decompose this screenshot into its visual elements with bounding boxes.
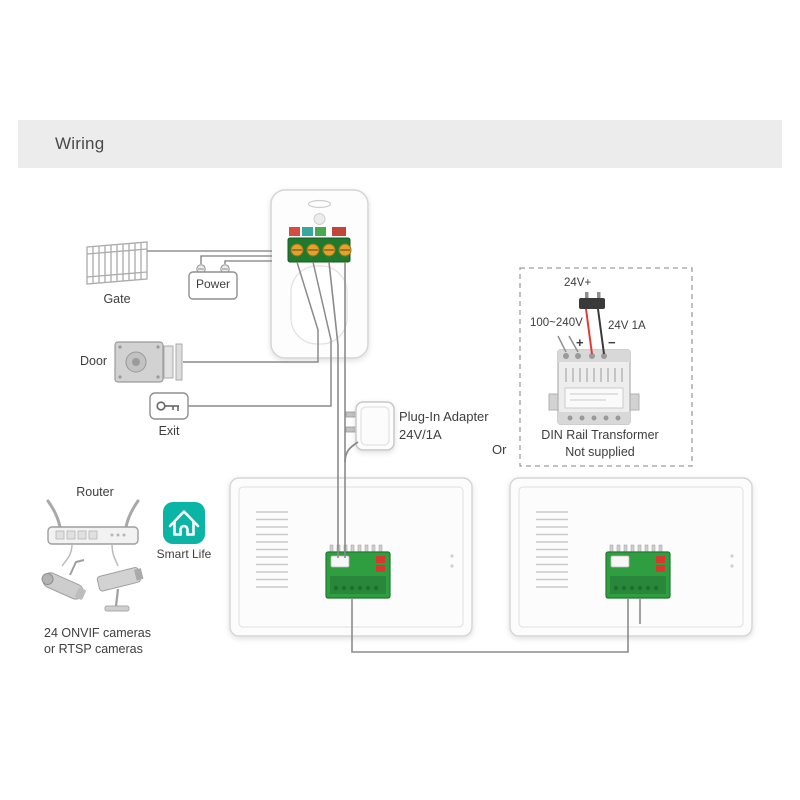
monitor-link-wire <box>351 598 629 653</box>
exit-button-wire <box>188 261 332 407</box>
din-connector-icon <box>579 292 605 309</box>
doorbell-terminal-screws <box>290 243 352 257</box>
din-output-label: 24V 1A <box>608 320 646 332</box>
power-label: Power <box>195 277 230 291</box>
doorbell-wire-tags <box>289 227 346 236</box>
doorbell-unit <box>270 189 369 359</box>
router-label: Router <box>76 485 114 499</box>
gate-icon <box>86 241 148 285</box>
exit-button-icon <box>149 392 189 420</box>
din-transformer-box <box>519 267 693 467</box>
doorbell-sensor <box>313 213 326 225</box>
cctv-camera-icon <box>96 567 144 612</box>
power-wire <box>200 255 272 264</box>
key-icon <box>156 401 179 411</box>
doorbell-back-recess <box>290 265 348 345</box>
or-label: Or <box>492 442 507 457</box>
indoor-monitor-right <box>510 478 752 636</box>
router-antenna <box>46 499 62 529</box>
din-rail-transformer-icon <box>548 349 640 425</box>
camera-cable <box>61 543 73 567</box>
din-note-label: Not supplied <box>565 445 635 459</box>
din-minus-label: − <box>608 335 616 350</box>
din-24v-label: 24V+ <box>564 277 592 289</box>
wiring-lines <box>147 250 641 653</box>
smart-life-label: Smart Life <box>156 547 212 561</box>
din-positive-wire <box>585 308 593 355</box>
router-antenna <box>124 499 140 529</box>
indoor-monitor-left <box>230 478 472 636</box>
power-wire <box>224 260 272 264</box>
house-icon <box>168 510 200 536</box>
power-supply-box <box>188 264 238 300</box>
din-plus-label: + <box>576 335 584 350</box>
section-title: Wiring <box>55 134 105 153</box>
cameras-label-line1: 24 ONVIF cameras <box>44 626 151 640</box>
camera-cable <box>111 543 119 567</box>
monitor-feed-wire <box>328 261 339 558</box>
adapter-label-line2: 24V/1A <box>399 427 442 442</box>
din-input-label: 100~240V <box>530 317 583 329</box>
router-icon <box>46 499 140 567</box>
cameras-label-line2: or RTSP cameras <box>44 642 143 656</box>
din-negative-wire <box>597 308 605 355</box>
door-label: Door <box>80 354 108 368</box>
adapter-cord <box>344 441 359 463</box>
exit-label: Exit <box>158 424 180 438</box>
section-header: Wiring <box>18 120 782 168</box>
din-input-wire <box>557 335 567 353</box>
adapter-label-line1: Plug-In Adapter <box>399 409 489 424</box>
doorbell-speaker-slot <box>307 199 332 209</box>
smart-life-icon <box>163 502 205 544</box>
din-input-wire <box>568 335 579 353</box>
gate-label: Gate <box>103 292 131 306</box>
cctv-camera-icon <box>41 559 86 600</box>
din-name-label: DIN Rail Transformer <box>541 428 659 442</box>
door-lock-wire <box>183 261 319 363</box>
door-lock-icon <box>114 341 183 383</box>
plug-in-adapter-icon <box>345 401 395 451</box>
